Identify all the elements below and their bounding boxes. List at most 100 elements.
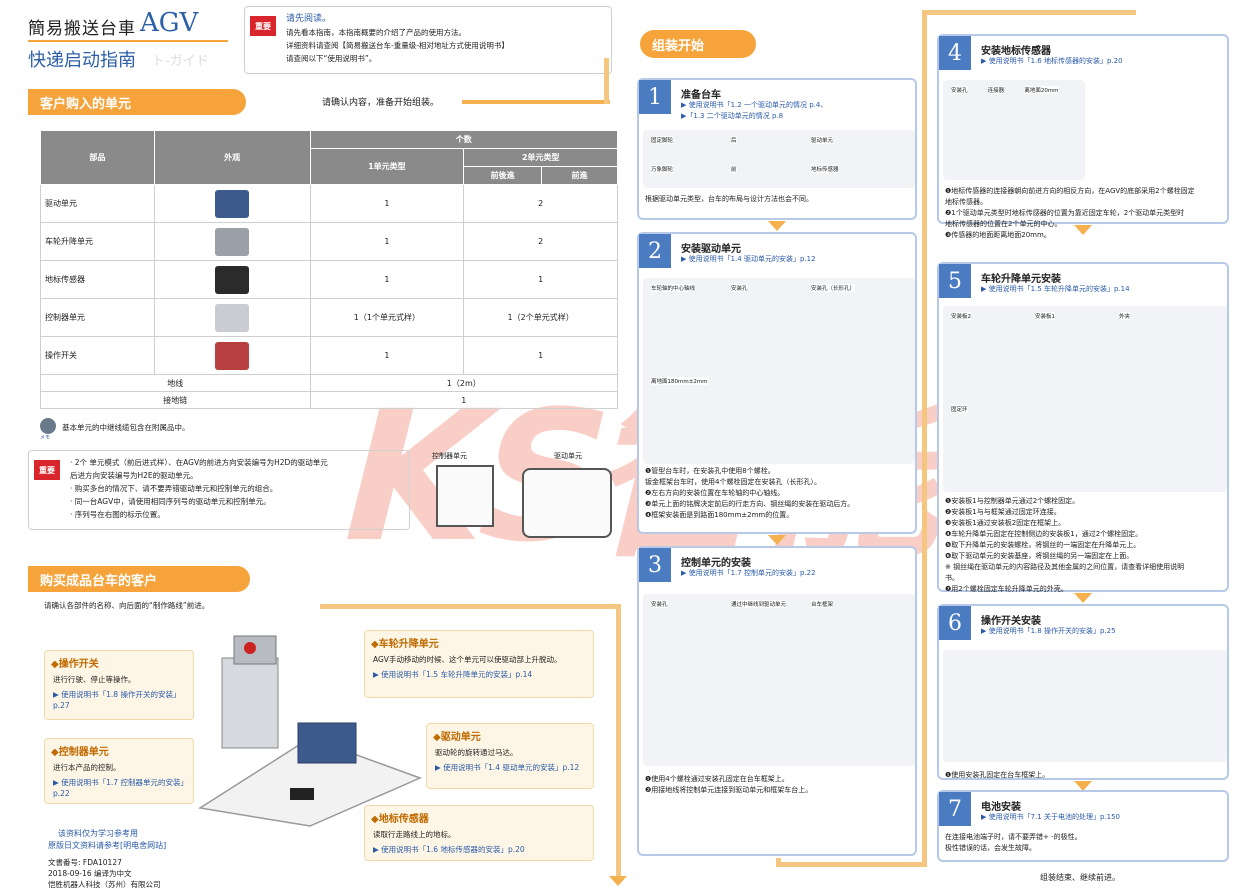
step-note: ❼用2个螺栓固定车轮升降单元的外壳。 <box>945 585 1068 593</box>
callout-link[interactable]: ▶ 使用说明书「1.7 控制器单元的安装」p.22 <box>53 778 185 798</box>
callout-link[interactable]: ▶ 使用说明书「1.6 地标传感器的安装」p.20 <box>373 845 525 854</box>
step-notes: ❶地标传感器的连接器朝向前进方向的相反方向，在AGV的底部采用2个螺栓固定 地标… <box>945 186 1225 241</box>
step-title: 操作开关安装 <box>981 616 1041 627</box>
step-drawing: 安装孔通过中继线到驱动单元台车框架 <box>643 594 915 766</box>
callout-link[interactable]: ▶ 使用说明书「1.5 车轮升降单元的安装」p.14 <box>373 670 533 679</box>
band-customer-units: 客户购入的单元 <box>28 89 246 115</box>
count-type1: 1 <box>309 260 465 299</box>
step-title: 安装驱动单元 <box>681 244 741 255</box>
callout-link[interactable]: ▶ 使用说明书「1.4 驱动单元的安装」p.12 <box>435 763 580 772</box>
step-arrow <box>1074 781 1092 791</box>
step-note: 极性错误的话，会发生故障。 <box>945 844 1036 852</box>
step-ref2[interactable]: ▶「1.3 二个驱动单元的情况 p.8 <box>681 112 784 120</box>
callout-box: ◆车轮升降单元 AGV手动移动的时候、这个单元可以使驱动部上升脱动。 ▶ 使用说明书… <box>364 630 594 698</box>
cart-drawing <box>190 628 430 828</box>
drawing-label: 前 <box>731 165 737 173</box>
controller-drawing <box>436 465 494 527</box>
step-arrow <box>1074 225 1092 235</box>
notice-line: 请查阅以下“使用说明书”。 <box>286 54 377 63</box>
step-notes: ❶使用安装孔固定在台车框架上。 <box>945 770 1225 781</box>
drawing-label: 地标传感器 <box>811 165 839 173</box>
step-note: 在连接电池端子时，请不要弄错+ -的极性。 <box>945 833 1082 841</box>
step-number: 1 <box>639 80 671 114</box>
part-image <box>215 189 250 218</box>
th-look: 外观 <box>153 130 311 185</box>
step-ref[interactable]: ▶ 使用说明书「1.7 控制单元的安装」p.22 <box>681 569 816 577</box>
step-notes: ❶管型台车时，在安装孔中使用8个螺栓。 钣金框架台车时，使用4个螺栓固定在安装孔… <box>645 466 913 521</box>
cable-label: 地线 <box>40 374 311 392</box>
step-notes: ❶使用4个螺栓通过安装孔固定在台车框架上。❷用接地线将控制单元连接到驱动单元和框… <box>645 774 913 796</box>
memo-icon-label: メモ <box>40 435 51 441</box>
step-title: 车轮升降单元安装 <box>981 274 1061 285</box>
band-customer-units-label: 客户购入的单元 <box>40 96 132 112</box>
callout-title: ◆驱动单元 <box>433 732 481 743</box>
part-name: 车轮升降单元 <box>40 222 155 261</box>
step-number: 5 <box>939 264 971 298</box>
count-type1: 1（1个单元式样） <box>309 298 465 337</box>
step-ref[interactable]: ▶ 使用说明书「1.2 一个驱动单元的情况 p.4、 <box>681 101 828 109</box>
callout-title: ◆地标传感器 <box>371 814 429 825</box>
step-note: 钣金框架台车时，使用4个螺栓固定在安装孔（长形孔）。 <box>645 478 821 486</box>
controller-label: 控制器单元 <box>432 452 467 460</box>
flow-arrow-bottom <box>609 876 627 886</box>
important2-line: · 2个 单元模式（前后进式样）、在AGV的前进方向安装编号为H2D的驱动单元 <box>70 458 328 467</box>
notice-title: 请先阅读。 <box>286 14 332 24</box>
part-name: 驱动单元 <box>40 184 155 223</box>
notice-lines: 请先看本指南，本指南概要的介绍了产品的使用方法。详细资料请查阅【简易搬送台车-重… <box>286 26 509 65</box>
step-note: ❷1个驱动单元类型时地标传感器的位置为靠近固定车轮，2个驱动单元类型时 <box>945 209 1185 217</box>
step-note: ❹车轮升降单元固定在控制侧边的安装板1，通过2个螺栓固定。 <box>945 530 1143 538</box>
drawing-label: 安装孔 <box>651 600 668 608</box>
callout-box: ◆驱动单元驱动轮的旋转通过马达。▶ 使用说明书「1.4 驱动单元的安装」p.12 <box>426 723 594 789</box>
callout-text: 读取行走路线上的地标。 <box>373 830 456 839</box>
drawing-label: 安装孔 <box>731 284 748 292</box>
flow-mid-left-line <box>776 858 781 864</box>
step-title: 电池安装 <box>981 802 1021 813</box>
step-note: ❸安装板1通过安装板2固定在框架上。 <box>945 519 1066 527</box>
step-arrow <box>1074 593 1092 603</box>
count-type2: 1（2个单元式样） <box>463 298 618 337</box>
step-ref[interactable]: ▶ 使用说明书「1.6 地标传感器的安装」p.20 <box>981 57 1123 65</box>
callout-text: AGV手动移动的时候、这个单元可以使驱动部上升脱动。 <box>373 655 562 664</box>
doc-company: 恺胜机器人科技（苏州）有限公司 <box>48 880 161 889</box>
step-note: ❸传感器的地面距离地面20mm。 <box>945 231 1051 239</box>
important2-line: · 同一台AGV中，请使用相同序列号的驱动单元和控制单元。 <box>70 497 271 506</box>
callout-title: ◆控制器单元 <box>51 747 109 758</box>
important-badge: 重要 <box>250 16 276 36</box>
important2-box <box>28 450 410 530</box>
part-image-cell <box>153 260 311 299</box>
step-ref[interactable]: ▶ 使用说明书「7.1 关于电池的处理」p.150 <box>981 813 1120 821</box>
step-title: 安装地标传感器 <box>981 46 1051 57</box>
step-ref[interactable]: ▶ 使用说明书「1.8 操作开关的安装」p.25 <box>981 627 1116 635</box>
step-number: 3 <box>639 548 671 582</box>
callout-link[interactable]: ▶ 使用说明书「1.8 操作开关的安装」p.27 <box>53 690 181 710</box>
part-name: 地标传感器 <box>40 260 155 299</box>
step-ref[interactable]: ▶ 使用说明书「1.4 驱动单元的安装」p.12 <box>681 255 816 263</box>
title-rule <box>28 40 228 42</box>
doc-date: 2018-09-16 编译为中文 <box>48 869 132 878</box>
chain-value: 1 <box>309 391 619 409</box>
drawing-label: 后 <box>731 136 737 144</box>
cable-value: 1（2m） <box>309 374 619 392</box>
drive-drawing <box>522 468 612 538</box>
step-note: ❷左右方向的安装位置在车轮轴的中心轴线。 <box>645 489 785 497</box>
step-note: ❻取下驱动单元的安装基座，将钢丝绳的另一端固定在上面。 <box>945 552 1134 560</box>
step-ref[interactable]: ▶ 使用说明书「1.5 车轮升降单元的安装」p.14 <box>981 285 1130 293</box>
step-note: ❶地标传感器的连接器朝向前进方向的相反方向，在AGV的底部采用2个螺栓固定 <box>945 187 1195 195</box>
important2-line: · 购买多台的情况下、请不要弄错驱动单元和控制单元的组合。 <box>70 484 278 493</box>
th-front-back: 前後進 <box>463 166 543 185</box>
callout-box: ◆操作开关进行行驶、停止等操作。▶ 使用说明书「1.8 操作开关的安装」p.27 <box>44 650 194 720</box>
part-name: 控制器单元 <box>40 298 155 337</box>
callout-title: ◆车轮升降单元 <box>371 639 439 650</box>
step-note: 地标传感器。 <box>945 198 987 206</box>
notice-box <box>244 6 612 74</box>
step-notes: 根据驱动单元类型，台车的布局与设计方法也会不同。 <box>645 194 913 205</box>
drawing-label: 离地面180mm±2mm <box>651 377 708 385</box>
step-note: ❹框架安装面是到路面180mm±2mm的位置。 <box>645 511 794 519</box>
count-type1: 1 <box>309 184 465 223</box>
